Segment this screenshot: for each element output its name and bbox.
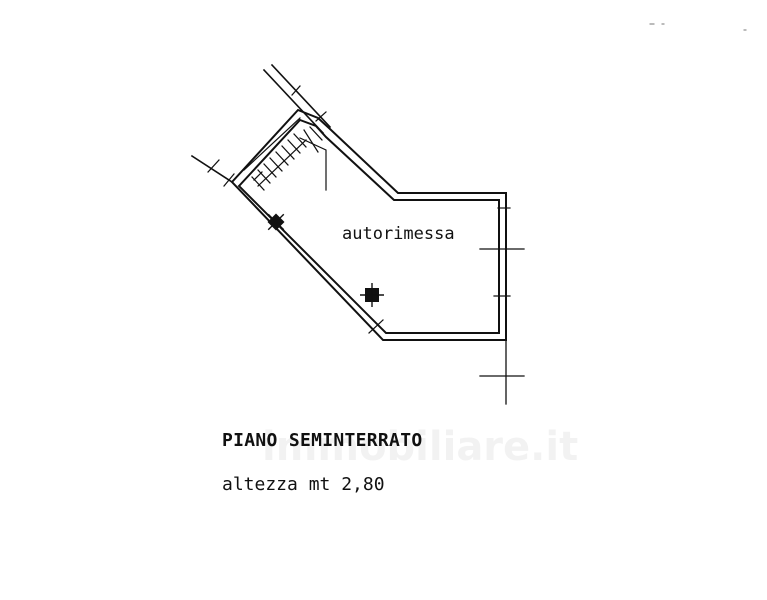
room-label: autorimessa xyxy=(342,224,455,244)
watermark: immobiliare.it xyxy=(262,424,579,470)
structural-pillar xyxy=(267,213,285,231)
floor-title: PIANO SEMINTERRATO xyxy=(222,430,423,451)
wall-tick-marks xyxy=(207,85,511,334)
scan-specks xyxy=(649,23,747,31)
structural-pillar xyxy=(360,283,384,307)
staircase xyxy=(243,117,327,191)
garage-outer-wall xyxy=(230,108,507,341)
ceiling-height-note: altezza mt 2,80 xyxy=(222,474,385,495)
external-grid-lines xyxy=(479,214,525,405)
